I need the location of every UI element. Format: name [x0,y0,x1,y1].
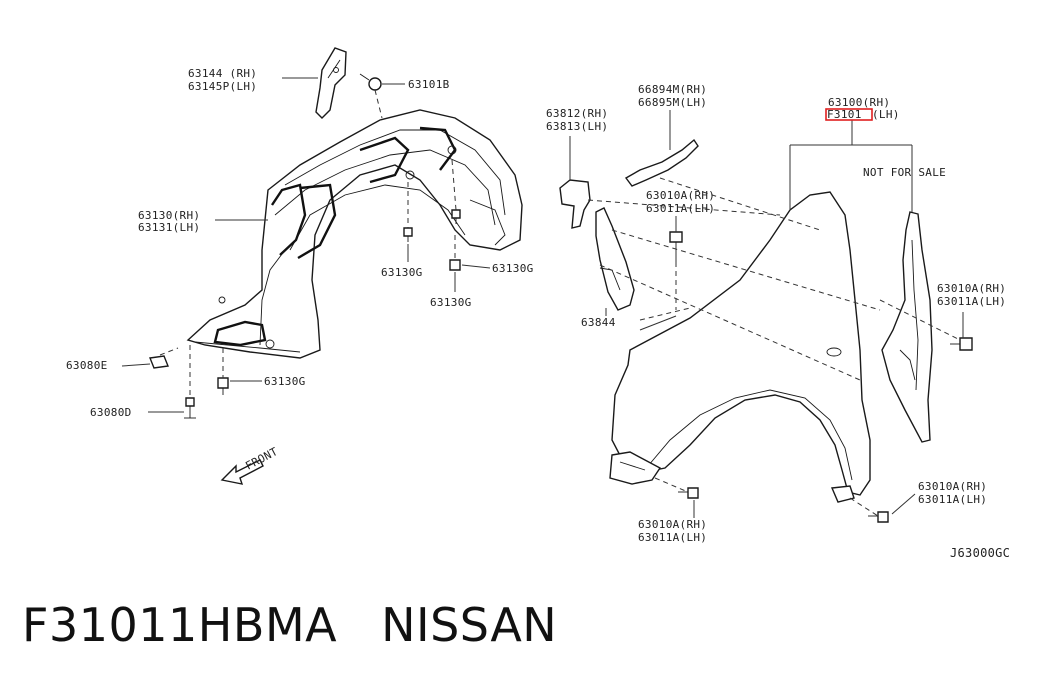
label-63145p: 63145P(LH) [188,80,257,93]
diagram-code: J63000GC [950,546,1010,560]
label-63010a-2: 63010A(RH) [937,282,1006,295]
label-63010a-3: 63010A(RH) [638,518,707,531]
clip-63101b [359,73,382,91]
leaders-right [587,120,964,518]
part-number: F31011HBMA [22,598,338,652]
label-63144: 63144 (RH) [188,67,257,80]
bolt-63010a-upper [669,216,683,262]
bracket-63144 [315,47,347,119]
label-63011a-4: 63011A(LH) [918,493,987,506]
label-63101-lh: (LH) [872,108,900,121]
part-63844 [595,207,635,316]
front-fender [609,191,871,503]
label-63844: 63844 [581,316,616,329]
label-66895m: 66895M(LH) [638,96,707,109]
label-63130g-2: 63130G [492,262,534,275]
bracket-63812 [559,136,591,229]
labels: 63144 (RH) 63145P(LH) 63101B 63130(RH) 6… [66,67,1010,560]
leaders-left [121,77,491,413]
fender-side-bracket [881,211,933,443]
fender-liner [186,109,523,359]
front-arrow [220,459,264,485]
label-63100: 63100(RH) [828,96,890,109]
moulding-66894m [624,110,699,187]
label-63130g-3: 63130G [430,296,472,309]
label-63080e: 63080E [66,359,108,372]
label-63130: 63130(RH) [138,209,200,222]
parts-diagram: 63144 (RH) 63145P(LH) 63101B 63130(RH) 6… [66,47,1010,560]
label-63101b: 63101B [408,78,450,91]
brand-name: NISSAN [381,598,558,652]
label-63813: 63813(LH) [546,120,608,133]
label-63011a-3: 63011A(LH) [638,531,707,544]
label-63101-part: F3101 [827,108,862,121]
label-63011a-1: 63011A(LH) [646,202,715,215]
clip-63080e [149,355,169,369]
label-63131: 63131(LH) [138,221,200,234]
label-63130g-1: 63130G [381,266,423,279]
label-63080d: 63080D [90,406,132,419]
label-front: FRONT [243,445,280,473]
label-63010a-1: 63010A(RH) [646,189,715,202]
label-63011a-2: 63011A(LH) [937,295,1006,308]
label-not-for-sale: NOT FOR SALE [863,166,946,179]
label-63010a-4: 63010A(RH) [918,480,987,493]
bolts-right [678,337,973,523]
highlight-box [825,108,873,121]
label-66894m: 66894M(RH) [638,83,707,96]
part-caption: F31011HBMA NISSAN [22,598,601,652]
bolt-group [184,209,461,419]
label-63130g-4: 63130G [264,375,306,388]
label-63812: 63812(RH) [546,107,608,120]
